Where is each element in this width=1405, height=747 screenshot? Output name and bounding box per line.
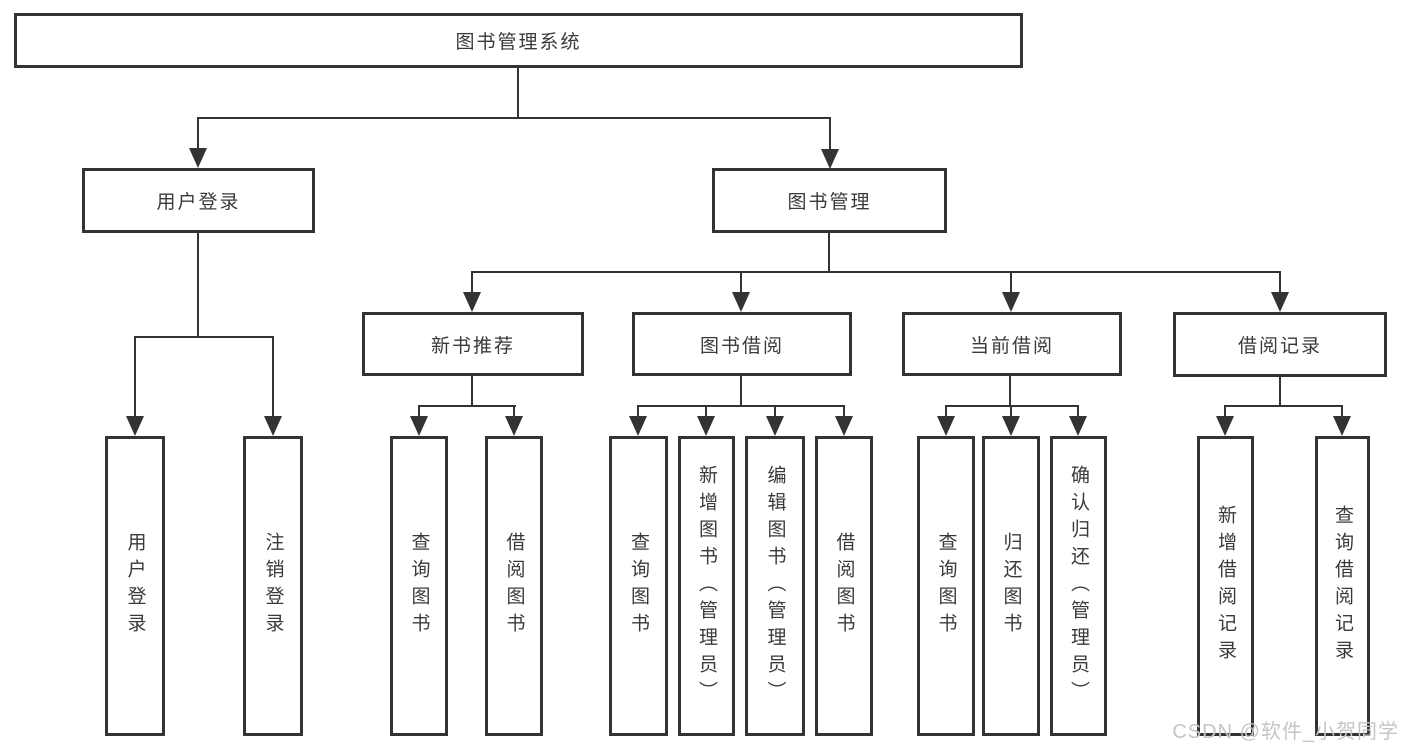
leaf-borrow-books-borrowing: 借阅图书 (815, 436, 873, 736)
node-label: 图书借阅 (699, 335, 784, 357)
connector-leaf-drop (134, 336, 136, 420)
leaf-borrow-books-recommend: 借阅图书 (485, 436, 543, 736)
connector-root-stem (517, 67, 519, 118)
node-label: 用户登录 (156, 192, 241, 213)
connector-borrow-records-crossbar (1224, 405, 1343, 407)
arrow-down-icon (1002, 416, 1020, 436)
node-new-book-recommendation: 新书推荐 (362, 312, 584, 376)
arrow-down-icon (732, 292, 750, 312)
arrow-down-icon (410, 416, 428, 436)
connector-leaf-drop (1224, 405, 1226, 419)
connector-book-borrow-crossbar (637, 405, 845, 407)
leaf-label: 查询图书 (628, 532, 649, 640)
leaf-add-book-admin: 新增图书（管理员） (678, 436, 735, 736)
node-label: 当前借阅 (969, 335, 1054, 357)
leaf-label: 归还图书 (1000, 532, 1022, 640)
connector-leaf-drop (1341, 405, 1343, 419)
arrow-down-icon (835, 416, 853, 436)
arrow-down-icon (1002, 292, 1020, 312)
leaf-label: 确认归还（管理员） (1068, 464, 1089, 708)
node-label: 新书推荐 (430, 335, 515, 357)
connector-leaf-drop (774, 405, 776, 419)
leaf-query-books-recommend: 查询图书 (390, 436, 448, 736)
leaf-label: 新增图书（管理员） (696, 464, 717, 708)
connector-leaf-drop (513, 405, 515, 419)
arrow-down-icon (766, 416, 784, 436)
connector-new-book-stem (471, 375, 473, 407)
connector-leaf-drop (705, 405, 707, 419)
connector-book-mgmt-drop (829, 117, 831, 150)
leaf-logout: 注销登录 (243, 436, 303, 736)
connector-level3-drop (471, 271, 473, 296)
leaf-label: 用户登录 (124, 532, 146, 640)
connector-leaf-drop (418, 405, 420, 419)
leaf-label: 借阅图书 (503, 532, 525, 640)
node-user-login: 用户登录 (82, 168, 315, 233)
connector-user-login-stem (197, 232, 199, 338)
leaf-label: 查询图书 (935, 532, 957, 640)
arrow-down-icon (126, 416, 144, 436)
connector-leaf-drop (1077, 405, 1079, 419)
connector-root-crossbar (197, 117, 831, 119)
leaf-query-books-borrowing: 查询图书 (609, 436, 668, 736)
node-current-borrowing: 当前借阅 (902, 312, 1122, 376)
arrow-down-icon (463, 292, 481, 312)
connector-book-mgmt-stem (828, 232, 830, 273)
arrow-down-icon (821, 149, 839, 169)
connector-book-mgmt-crossbar (471, 271, 1281, 273)
arrow-down-icon (189, 148, 207, 168)
leaf-label: 查询借阅记录 (1332, 505, 1353, 667)
connector-current-borrow-stem (1009, 375, 1011, 407)
leaf-query-borrow-record: 查询借阅记录 (1315, 436, 1370, 736)
leaf-confirm-return-admin: 确认归还（管理员） (1050, 436, 1107, 736)
node-label: 图书管理系统 (455, 32, 582, 53)
arrow-down-icon (264, 416, 282, 436)
leaf-add-borrow-record: 新增借阅记录 (1197, 436, 1254, 736)
connector-level3-drop (740, 271, 742, 296)
connector-borrow-records-stem (1279, 376, 1281, 407)
node-library-management-system: 图书管理系统 (14, 13, 1023, 68)
leaf-user-login: 用户登录 (105, 436, 165, 736)
connector-book-borrow-stem (740, 375, 742, 407)
arrow-down-icon (1271, 292, 1289, 312)
leaf-label: 编辑图书（管理员） (764, 464, 786, 708)
connector-user-login-drop (197, 117, 199, 150)
connector-level3-drop (1279, 271, 1281, 296)
connector-leaf-drop (945, 405, 947, 419)
connector-new-book-crossbar (418, 405, 516, 407)
connector-leaf-drop (272, 336, 274, 420)
leaf-label: 注销登录 (262, 532, 284, 640)
node-label: 借阅记录 (1237, 336, 1322, 357)
arrow-down-icon (505, 416, 523, 436)
node-label: 图书管理 (787, 192, 872, 213)
leaf-label: 借阅图书 (833, 532, 855, 640)
connector-level3-drop (1010, 271, 1012, 296)
leaf-label: 查询图书 (408, 532, 430, 640)
arrow-down-icon (1333, 416, 1351, 436)
arrow-down-icon (697, 416, 715, 436)
connector-user-login-crossbar (134, 336, 274, 338)
leaf-query-books-current: 查询图书 (917, 436, 975, 736)
leaf-label: 新增借阅记录 (1215, 505, 1236, 667)
node-book-management: 图书管理 (712, 168, 947, 233)
leaf-return-book: 归还图书 (982, 436, 1040, 736)
arrow-down-icon (629, 416, 647, 436)
connector-current-borrow-crossbar (945, 405, 1079, 407)
arrow-down-icon (1069, 416, 1087, 436)
leaf-edit-book-admin: 编辑图书（管理员） (745, 436, 805, 736)
connector-leaf-drop (1010, 405, 1012, 419)
arrow-down-icon (1216, 416, 1234, 436)
connector-leaf-drop (843, 405, 845, 419)
arrow-down-icon (937, 416, 955, 436)
node-borrowing-records: 借阅记录 (1173, 312, 1387, 377)
node-book-borrowing: 图书借阅 (632, 312, 852, 376)
connector-leaf-drop (637, 405, 639, 419)
csdn-watermark: CSDN @软件_小贺同学 (1172, 721, 1399, 743)
